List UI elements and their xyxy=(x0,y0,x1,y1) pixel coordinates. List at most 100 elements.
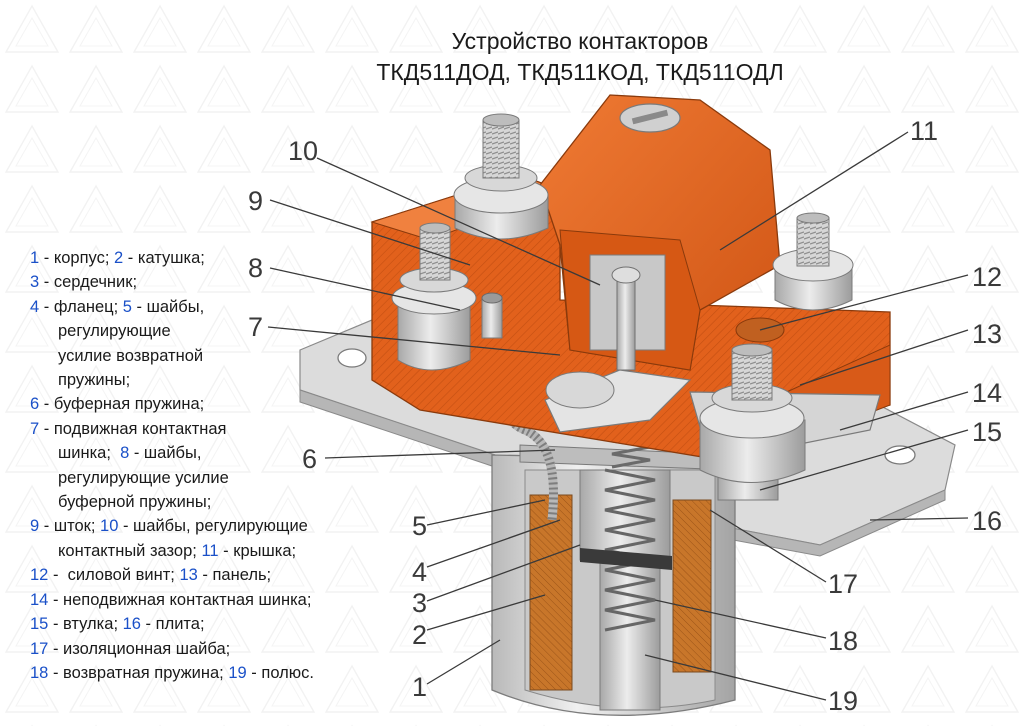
coil-left xyxy=(529,494,573,691)
legend-text: - плита; xyxy=(140,615,205,634)
legend-text: - шток; xyxy=(39,517,101,536)
legend-text: - полюс. xyxy=(246,663,314,682)
legend-text: - неподвижная контактная шинка; xyxy=(48,590,312,609)
legend-text: - фланец; xyxy=(39,297,123,316)
legend-number: 9 xyxy=(30,517,40,536)
diagram-title: Устройство контакторов ТКД511ДОД, ТКД511… xyxy=(330,26,830,88)
legend-number: 19 xyxy=(228,663,247,682)
legend-line: 15 - втулка; 16 - плита; xyxy=(30,612,400,636)
legend-number: 13 xyxy=(179,566,198,585)
legend-number: 11 xyxy=(201,541,219,560)
legend-text: - подвижная контактная xyxy=(39,419,227,438)
legend-text: - крышка; xyxy=(218,541,297,560)
legend-text: - изоляционная шайба; xyxy=(48,639,231,658)
legend-text: контактный зазор; xyxy=(58,541,202,560)
legend-number: 12 xyxy=(30,566,49,585)
callout-10: 10 xyxy=(288,136,318,166)
legend-line: 18 - возвратная пружина; 19 - полюс. xyxy=(30,661,400,685)
callout-18: 18 xyxy=(828,626,858,656)
legend-text: - шайбы, регулирующие xyxy=(118,517,308,536)
small-bushing xyxy=(481,297,503,339)
callout-17: 17 xyxy=(828,569,858,599)
legend-line: шинка; 8 - шайбы, xyxy=(30,441,400,465)
legend-text: - шайбы, xyxy=(129,444,202,463)
legend-line: 3 - сердечник; xyxy=(30,270,400,294)
coil-right xyxy=(672,499,712,673)
callout-5: 5 xyxy=(412,511,427,541)
legend-text: - катушка; xyxy=(123,249,205,267)
terminal-left xyxy=(391,222,477,371)
legend-line: 17 - изоляционная шайба; xyxy=(30,637,400,661)
legend-line: буферной пружины; xyxy=(30,490,400,514)
legend-text: - панель; xyxy=(197,566,272,585)
callout-9: 9 xyxy=(248,186,263,216)
legend-text: - возвратная пружина; xyxy=(48,663,229,682)
legend-line: регулирующие усилие xyxy=(30,466,400,490)
title-line-1: Устройство контакторов xyxy=(451,28,709,54)
legend-number: 3 xyxy=(30,273,40,292)
callout-7: 7 xyxy=(248,312,263,342)
callout-15: 15 xyxy=(972,417,1002,447)
legend-line: 7 - подвижная контактная xyxy=(30,417,400,441)
callout-numbers: 10 9 8 7 6 5 4 3 2 1 11 12 13 14 15 16 1… xyxy=(248,116,1002,716)
legend-number: 7 xyxy=(30,419,40,438)
legend-line: 12 - силовой винт; 13 - панель; xyxy=(30,563,400,587)
legend-line: контактный зазор; 11 - крышка; xyxy=(30,539,400,563)
legend-text: пружины; xyxy=(58,371,131,390)
legend-text: шинка; xyxy=(58,444,121,463)
legend-text: - корпус; xyxy=(39,249,115,267)
callout-13: 13 xyxy=(972,319,1002,349)
callout-8: 8 xyxy=(248,253,263,283)
legend-line: 1 - корпус; 2 - катушка; xyxy=(30,246,400,270)
callout-14: 14 xyxy=(972,378,1002,408)
terminal-front xyxy=(699,343,806,483)
legend-number: 14 xyxy=(30,590,49,609)
mounting-hole-left xyxy=(337,348,367,368)
callout-1: 1 xyxy=(412,672,427,702)
return-spring xyxy=(580,468,672,632)
legend-text: - сердечник; xyxy=(39,273,138,292)
legend-line: усилие возвратной xyxy=(30,344,400,368)
callout-12: 12 xyxy=(972,262,1002,292)
callout-3: 3 xyxy=(412,588,427,618)
legend-line: 14 - неподвижная контактная шинка; xyxy=(30,588,400,612)
parts-legend: 1 - корпус; 2 - катушка;3 - сердечник;4 … xyxy=(30,246,400,685)
legend-line: 6 - буферная пружина; xyxy=(30,392,400,416)
legend-text: - силовой винт; xyxy=(48,566,180,585)
callout-6: 6 xyxy=(302,444,317,474)
terminal-top xyxy=(453,113,549,240)
legend-text: - буферная пружина; xyxy=(39,395,205,414)
terminal-right xyxy=(772,212,854,311)
callout-16: 16 xyxy=(972,506,1002,536)
pole xyxy=(599,559,661,711)
legend-number: 4 xyxy=(30,297,40,316)
legend-text: буферной пружины; xyxy=(58,493,212,512)
callout-19: 19 xyxy=(828,686,858,716)
legend-line: регулирующие xyxy=(30,319,400,343)
callout-11: 11 xyxy=(910,116,938,146)
legend-number: 8 xyxy=(120,444,130,463)
title-line-2: ТКД511ДОД, ТКД511КОД, ТКД511ОДЛ xyxy=(376,59,784,85)
legend-line: пружины; xyxy=(30,368,400,392)
legend-number: 16 xyxy=(122,615,141,634)
callout-2: 2 xyxy=(412,620,427,650)
legend-text: - шайбы, xyxy=(131,297,205,316)
legend-number: 5 xyxy=(122,297,132,316)
legend-number: 18 xyxy=(30,663,49,682)
legend-text: - втулка; xyxy=(48,615,123,634)
leader-lines xyxy=(267,131,969,701)
legend-number: 2 xyxy=(114,249,124,267)
legend-text: регулирующие усилие xyxy=(58,468,229,487)
legend-text: регулирующие xyxy=(58,322,171,341)
legend-number: 10 xyxy=(100,517,119,536)
legend-number: 17 xyxy=(30,639,49,658)
stem-assembly xyxy=(589,254,666,371)
stem xyxy=(616,274,636,371)
legend-line: 4 - фланец; 5 - шайбы, xyxy=(30,295,400,319)
mounting-hole-right xyxy=(884,445,916,465)
legend-number: 1 xyxy=(30,249,40,267)
legend-text: усилие возвратной xyxy=(58,346,204,365)
callout-4: 4 xyxy=(412,557,427,587)
legend-number: 6 xyxy=(30,395,40,414)
